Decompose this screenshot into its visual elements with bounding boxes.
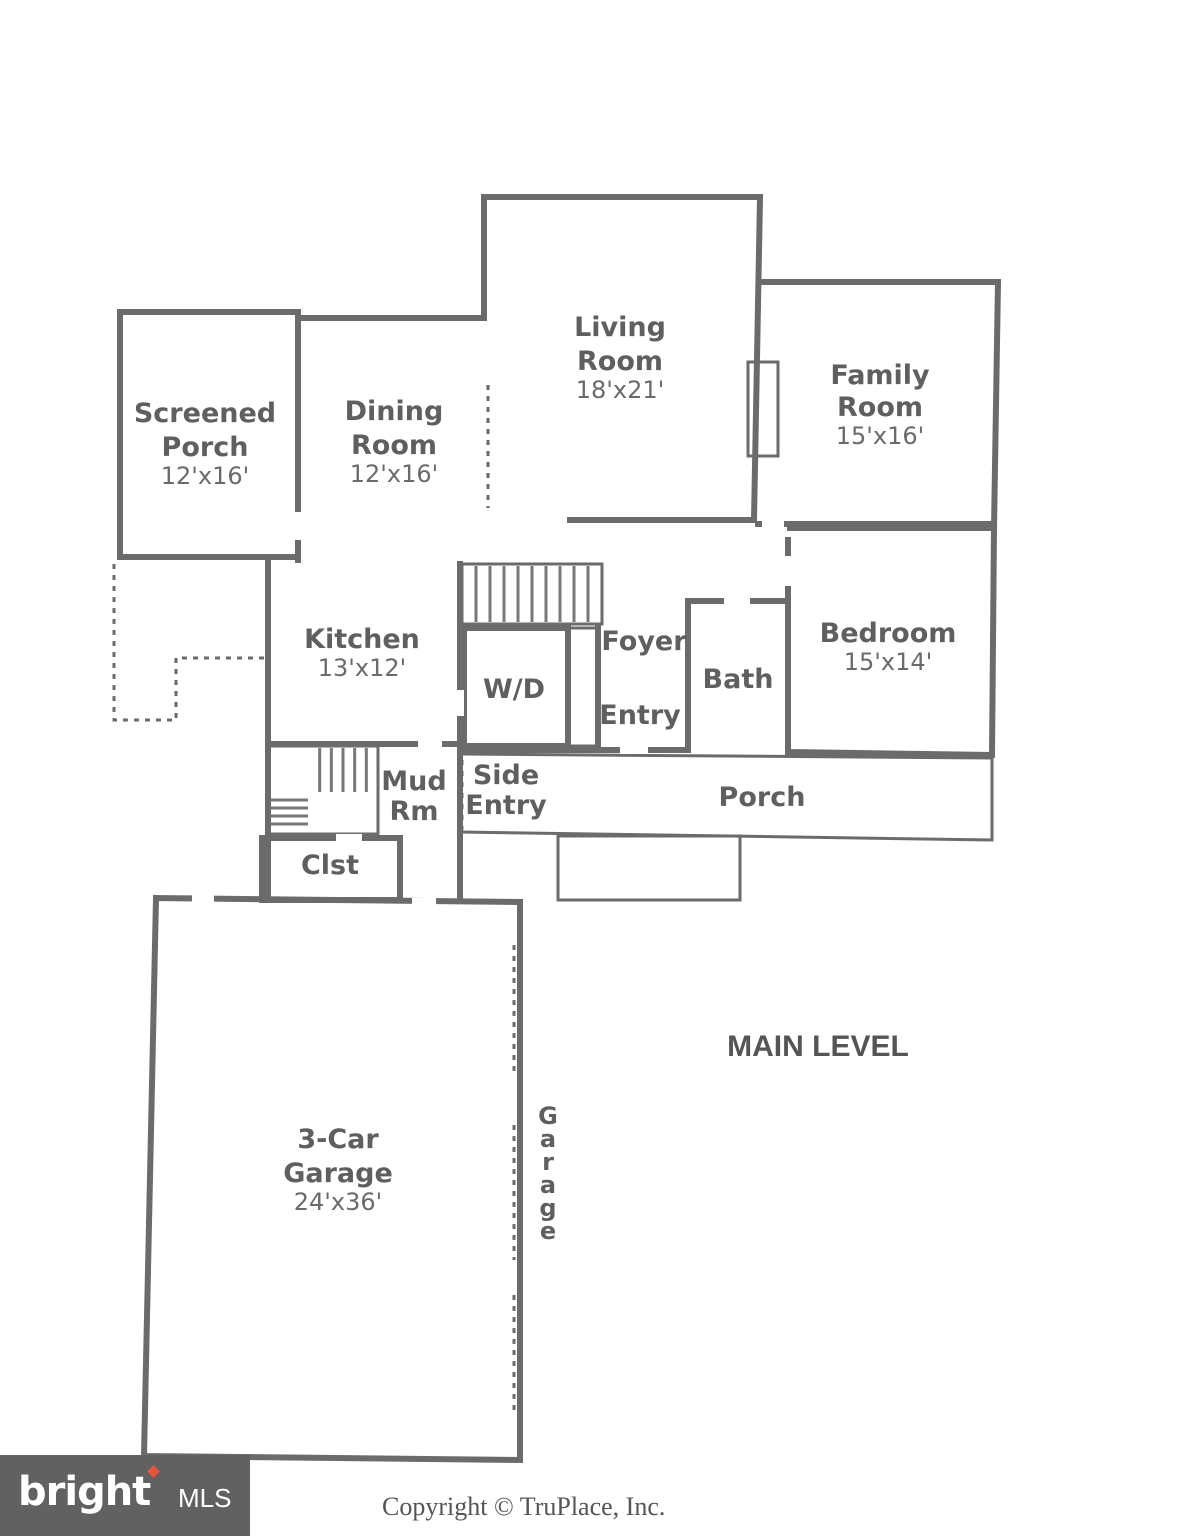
kitchen-name: Kitchen xyxy=(304,624,420,655)
bath-walls xyxy=(685,598,791,753)
garage-door-letter: a xyxy=(540,1125,556,1153)
doors xyxy=(192,512,792,906)
mud-stair-treads xyxy=(318,748,368,792)
mud-rm-name-2: Rm xyxy=(390,796,439,827)
brand-suffix: MLS xyxy=(178,1483,232,1513)
garage-name: 3-Car xyxy=(297,1124,379,1155)
entry-name: Entry xyxy=(599,700,681,731)
garage-dim: 24'x36' xyxy=(294,1188,382,1216)
foyer-name: Foyer xyxy=(601,626,687,657)
fireplace xyxy=(746,360,780,458)
kitchen-dim: 13'x12' xyxy=(318,654,406,682)
garage-door-letter: G xyxy=(538,1102,558,1130)
walls xyxy=(117,194,1002,1464)
main-stair-treads xyxy=(474,566,590,622)
living-room-name: Living xyxy=(574,312,666,343)
brand-word: bright xyxy=(18,1469,151,1515)
level-label: MAIN LEVEL xyxy=(727,1030,909,1063)
family-room-name: Family xyxy=(830,360,930,391)
dashed-lines xyxy=(112,385,752,1415)
garage-door-letter: e xyxy=(540,1217,556,1245)
mud-stair-side-treads xyxy=(270,798,308,826)
side-entry-name-2: Entry xyxy=(465,790,547,821)
garage-door-letter: a xyxy=(540,1171,556,1199)
copyright: Copyright © TruPlace, Inc. xyxy=(382,1492,666,1521)
garage-walls xyxy=(140,894,523,1464)
bedroom-name: Bedroom xyxy=(820,618,957,649)
side-entry-name: Side xyxy=(473,760,539,791)
mud-stair xyxy=(266,744,380,836)
living-room-name-2: Room xyxy=(577,346,663,377)
family-room-walls xyxy=(757,279,1002,531)
wd-name: W/D xyxy=(483,674,545,705)
bedroom-dim: 15'x14' xyxy=(844,648,932,676)
brand-badge: bright MLS xyxy=(0,1455,250,1536)
screened-porch-name-2: Porch xyxy=(162,432,249,463)
dining-room-name-2: Room xyxy=(351,430,437,461)
garage-name-2: Garage xyxy=(283,1158,393,1189)
garage-door-letter: r xyxy=(542,1148,554,1176)
main-stair xyxy=(460,562,604,626)
bedroom-walls xyxy=(785,524,998,759)
dining-room-name: Dining xyxy=(345,396,444,427)
dining-room-dim: 12'x16' xyxy=(350,460,438,488)
family-room-dim: 15'x16' xyxy=(836,422,924,450)
bath-name: Bath xyxy=(703,664,774,695)
clst-name: Clst xyxy=(301,850,359,881)
screened-porch-name: Screened xyxy=(134,398,276,429)
family-room-name-2: Room xyxy=(837,392,923,423)
living-room-dim: 18'x21' xyxy=(576,376,664,404)
porch-steps xyxy=(556,834,742,902)
porch-name: Porch xyxy=(719,782,806,813)
garage-door-letter: g xyxy=(539,1194,556,1222)
dining-room-walls xyxy=(295,194,764,523)
garage-door-label: Garage xyxy=(538,1102,558,1245)
screened-porch-dim: 12'x16' xyxy=(161,462,249,490)
deck-outline xyxy=(112,560,264,722)
mud-rm-name: Mud xyxy=(381,766,446,797)
